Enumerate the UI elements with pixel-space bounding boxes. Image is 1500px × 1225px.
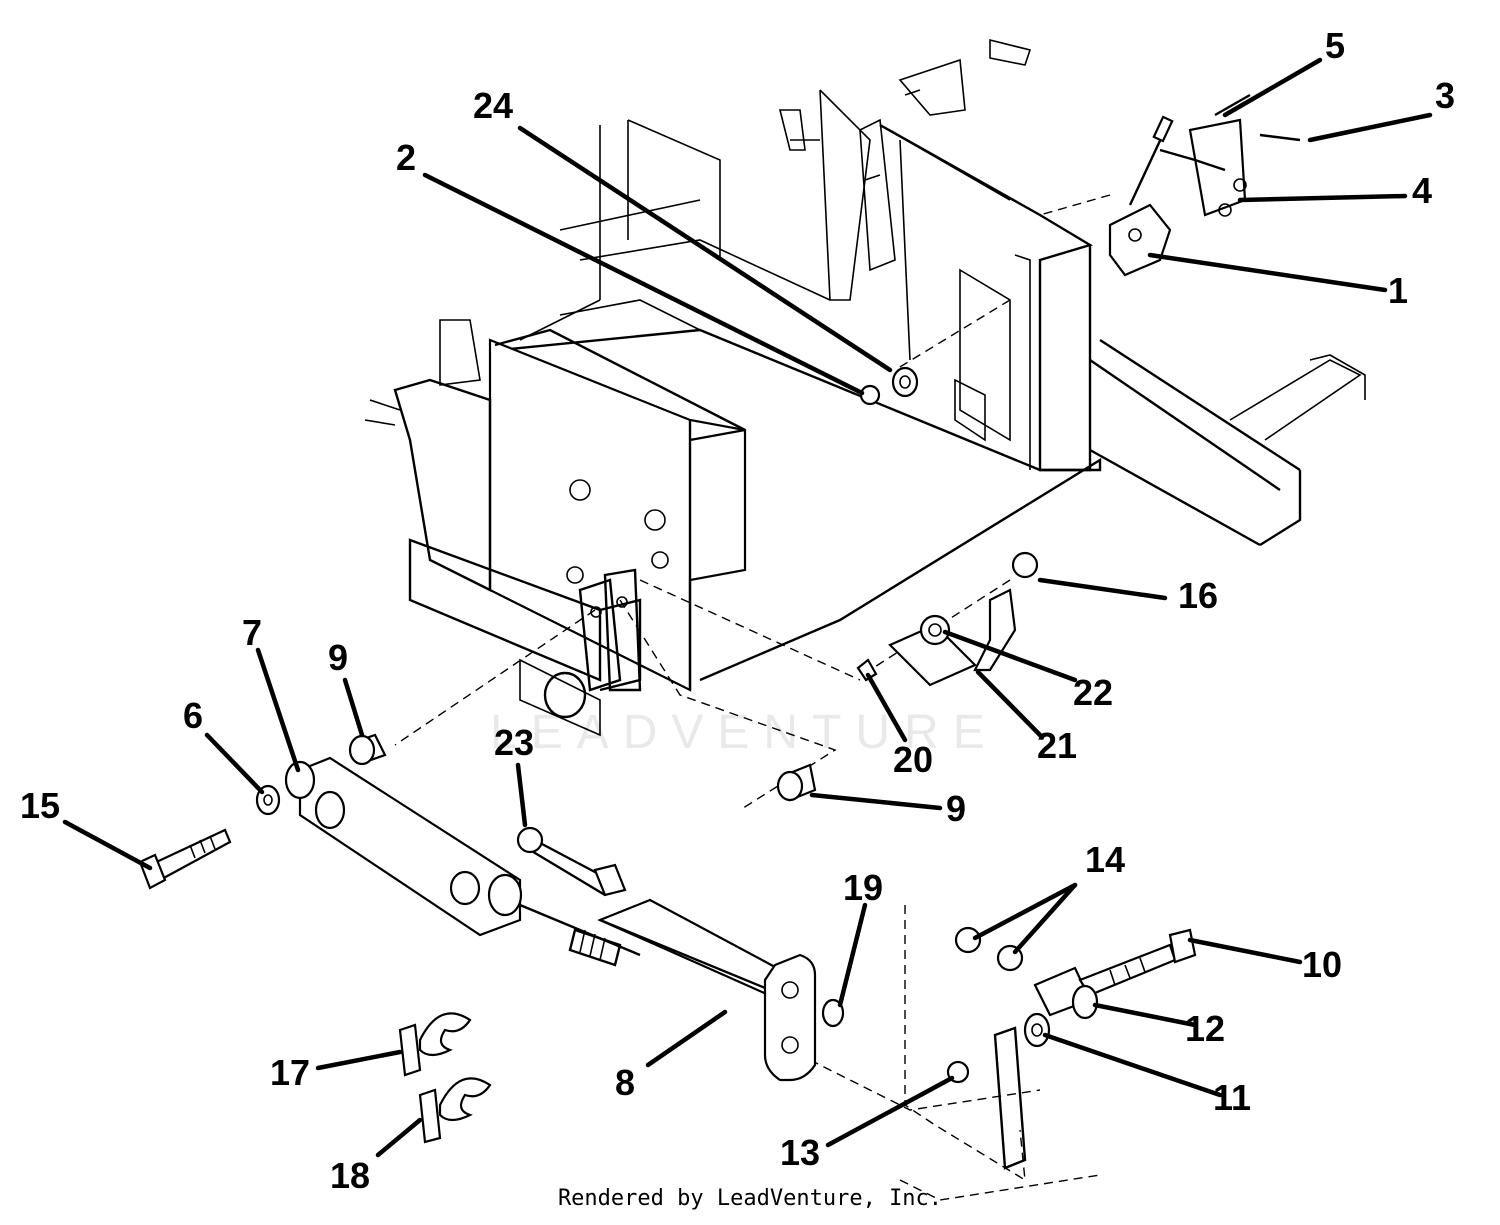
nut-and-washer: [859, 366, 919, 406]
tractor-frame: [364, 38, 1366, 737]
callout-4: 4: [1412, 170, 1432, 211]
callout-2: 2: [396, 137, 416, 178]
callout-1: 1: [1388, 270, 1408, 311]
control-valve: [1108, 93, 1301, 277]
callout-23: 23: [494, 722, 534, 763]
callout-6: 6: [183, 695, 203, 736]
callout-15: 15: [20, 785, 60, 826]
callout-20: 20: [893, 739, 933, 780]
callout-9-lower: 9: [946, 788, 966, 829]
callout-24: 24: [473, 85, 513, 126]
callout-17: 17: [270, 1052, 310, 1093]
lift-cylinder: [284, 756, 641, 967]
callout-11: 11: [1213, 1077, 1251, 1118]
bolt-and-washer: [138, 784, 281, 890]
mount-hardware: [946, 926, 1197, 1170]
callout-5: 5: [1325, 25, 1345, 66]
callout-3: 3: [1435, 75, 1455, 116]
leader-lines: [62, 57, 1433, 1158]
callout-labels: 1 2 3 4 5 6 7 8 9 9 10 11 12 13 14 15 16…: [20, 25, 1455, 1196]
callout-7: 7: [242, 612, 262, 653]
callout-16: 16: [1178, 575, 1218, 616]
callout-10: 10: [1302, 944, 1342, 985]
callout-22: 22: [1073, 672, 1113, 713]
callout-12: 12: [1185, 1008, 1225, 1049]
callout-8: 8: [615, 1062, 635, 1103]
callout-13: 13: [780, 1132, 820, 1173]
hairpin-clips: [398, 1012, 492, 1144]
bell-crank: [856, 551, 1039, 687]
callout-18: 18: [330, 1155, 370, 1196]
callout-14: 14: [1085, 839, 1125, 880]
callout-9-upper: 9: [328, 637, 348, 678]
lift-arm: [597, 898, 845, 1082]
callout-19: 19: [843, 867, 883, 908]
footer-credit: Rendered by LeadVenture, Inc.: [557, 1186, 943, 1211]
callout-21: 21: [1037, 725, 1077, 766]
